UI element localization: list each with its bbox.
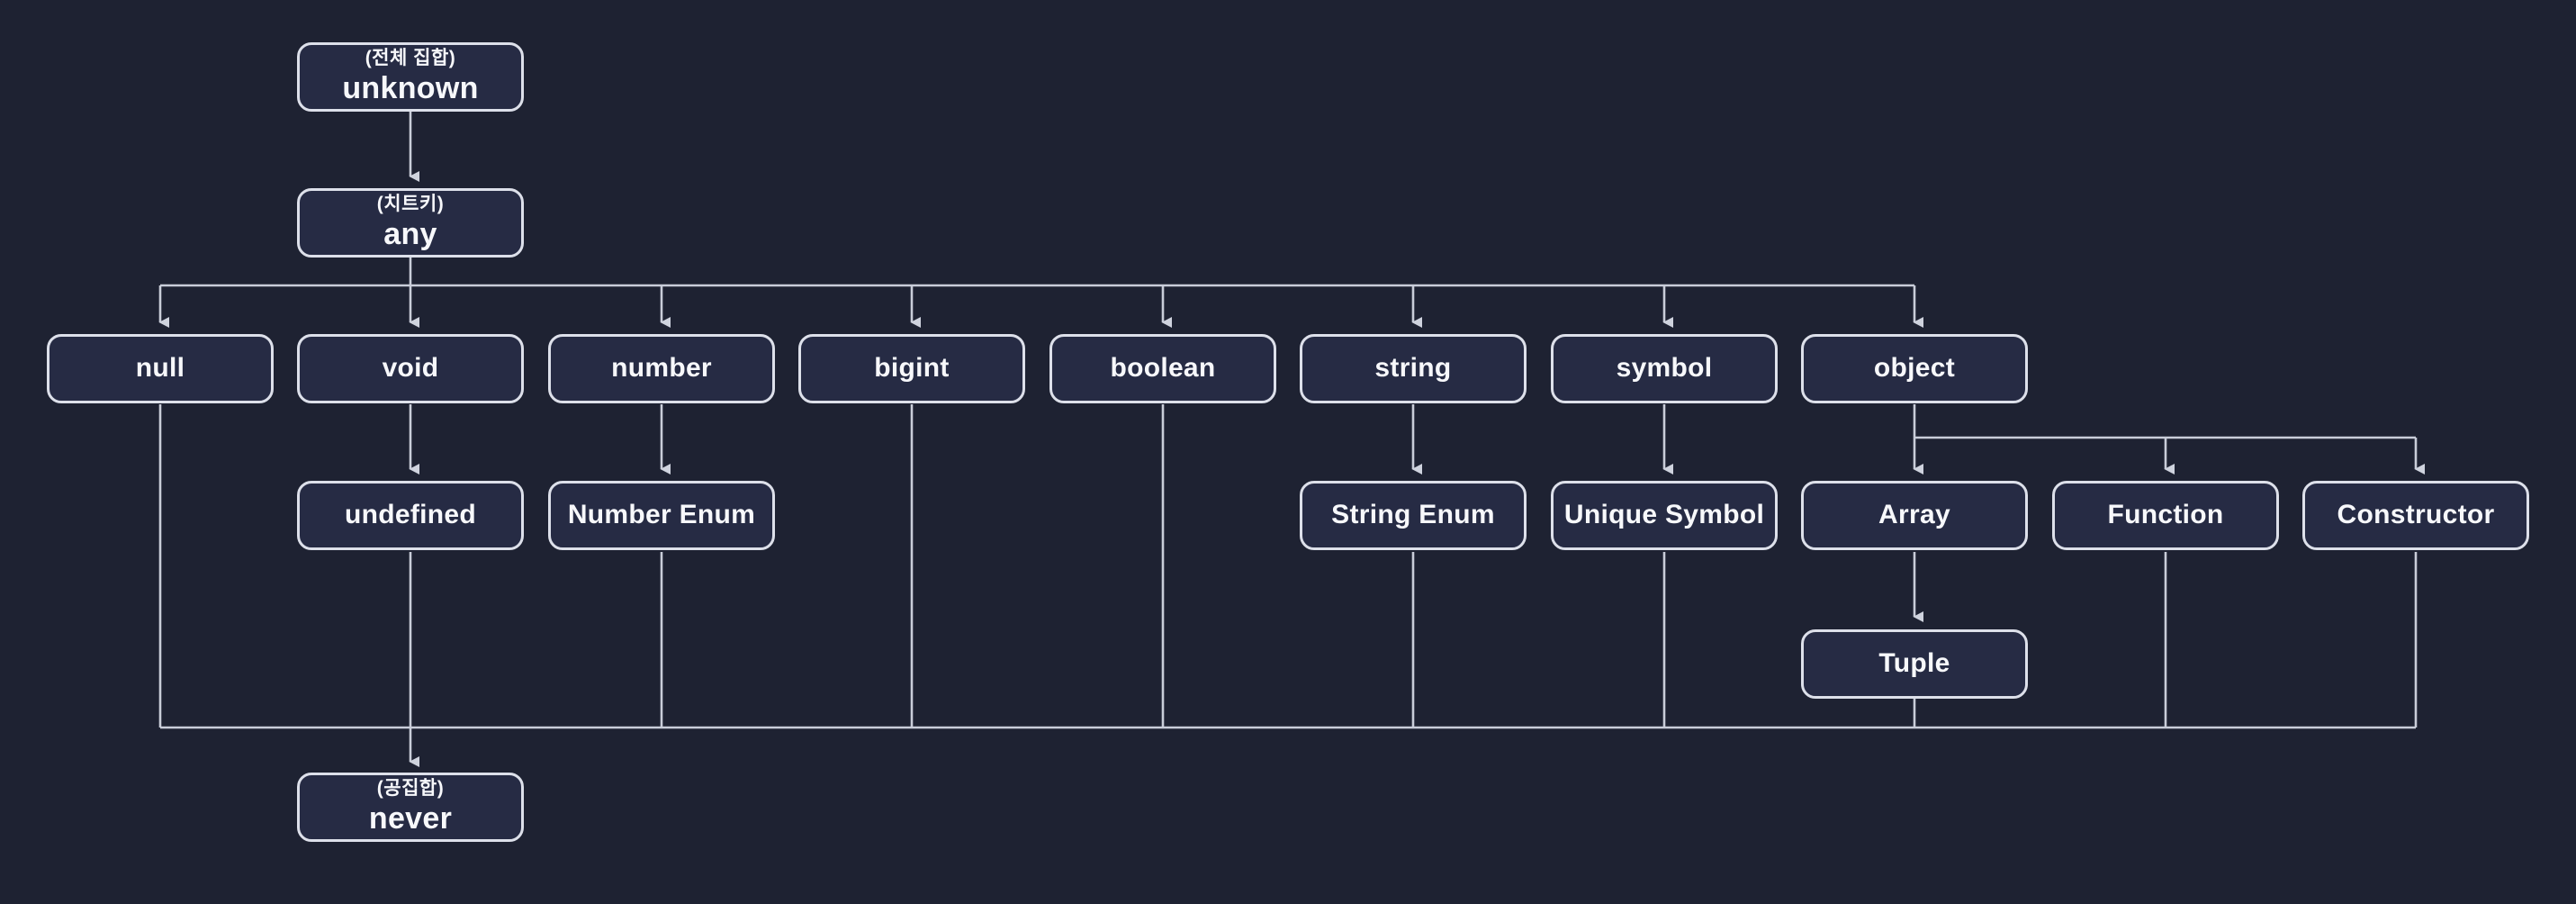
node-array: Array — [1801, 481, 2028, 550]
node-array-label: Array — [1878, 500, 1950, 530]
node-never-label: never — [368, 800, 453, 836]
node-null: null — [47, 334, 274, 403]
node-symbol: symbol — [1551, 334, 1778, 403]
node-number-enum: Number Enum — [548, 481, 775, 550]
node-string-label: string — [1374, 353, 1452, 384]
node-boolean-label: boolean — [1110, 353, 1216, 384]
node-tuple-label: Tuple — [1878, 648, 1950, 679]
node-function: Function — [2052, 481, 2279, 550]
node-number-label: number — [611, 353, 712, 384]
node-unknown-label: unknown — [342, 70, 479, 105]
node-unique-symbol-label: Unique Symbol — [1563, 500, 1765, 530]
node-any-sublabel: (치트키) — [376, 194, 445, 215]
node-symbol-label: symbol — [1616, 353, 1713, 384]
node-undefined-label: undefined — [344, 500, 477, 530]
node-constructor: Constructor — [2302, 481, 2529, 550]
node-number-enum-label: Number Enum — [567, 500, 756, 530]
node-never-sublabel: (공집합) — [376, 778, 445, 800]
node-string-enum: String Enum — [1300, 481, 1527, 550]
node-unknown: (전체 집합) unknown — [297, 42, 524, 112]
node-bigint: bigint — [798, 334, 1025, 403]
node-any-label: any — [383, 216, 437, 251]
node-constructor-label: Constructor — [2337, 500, 2495, 530]
node-object-label: object — [1873, 353, 1956, 384]
node-string: string — [1300, 334, 1527, 403]
node-object: object — [1801, 334, 2028, 403]
node-null-label: null — [135, 353, 185, 384]
node-unique-symbol: Unique Symbol — [1551, 481, 1778, 550]
node-number: number — [548, 334, 775, 403]
node-bigint-label: bigint — [874, 353, 950, 384]
node-void-label: void — [382, 353, 439, 384]
node-tuple: Tuple — [1801, 629, 2028, 699]
node-unknown-sublabel: (전체 집합) — [365, 48, 456, 69]
node-undefined: undefined — [297, 481, 524, 550]
node-void: void — [297, 334, 524, 403]
node-boolean: boolean — [1049, 334, 1276, 403]
node-never: (공집합) never — [297, 773, 524, 842]
node-any: (치트키) any — [297, 188, 524, 258]
node-function-label: Function — [2107, 500, 2224, 530]
node-string-enum-label: String Enum — [1331, 500, 1495, 530]
